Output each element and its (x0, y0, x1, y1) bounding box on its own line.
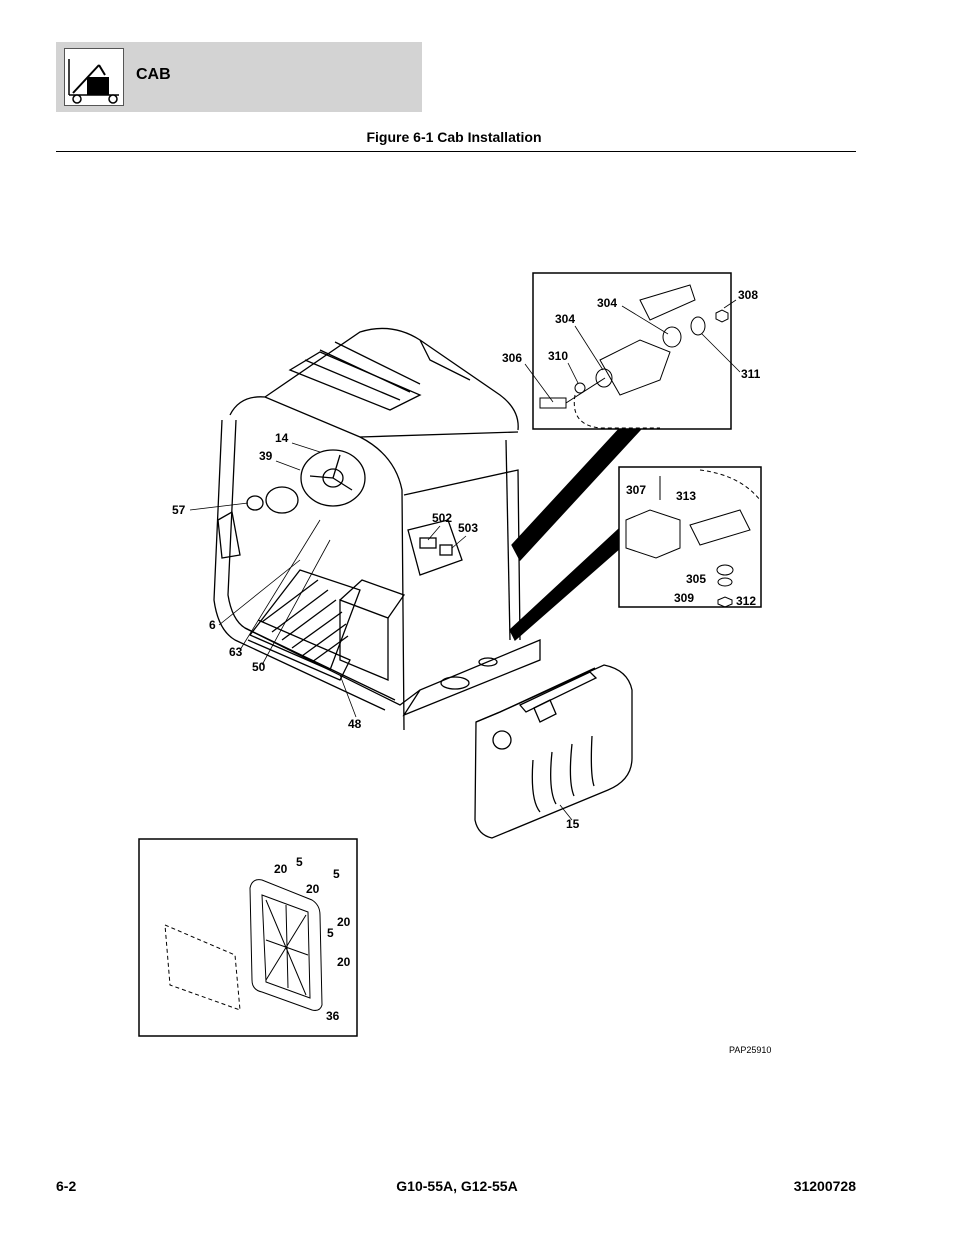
callout-label: 313 (676, 489, 696, 503)
callout-label: 50 (252, 660, 266, 674)
callout-label: 20 (337, 915, 351, 929)
callout-label: 20 (306, 882, 320, 896)
figure-title: Figure 6-1 Cab Installation (366, 129, 542, 145)
callout-label: 15 (566, 817, 580, 831)
section-title: CAB (136, 66, 171, 83)
callout-label: 310 (548, 349, 568, 363)
callout-label: 20 (337, 955, 351, 969)
callout-label: 305 (686, 572, 706, 586)
doc-number: 31200728 (793, 1178, 856, 1194)
callout-label: 48 (348, 717, 362, 731)
callout-label: 502 (432, 511, 452, 525)
title-rule (56, 151, 856, 152)
callout-label: 308 (738, 288, 758, 302)
callout-label: 5 (327, 926, 334, 940)
model-name: G10-55A, G12-55A (396, 1178, 518, 1194)
callout-label: 309 (674, 591, 694, 605)
callout-label: 14 (275, 431, 289, 445)
machine-cab-icon (64, 48, 124, 106)
callout-label: 503 (458, 521, 478, 535)
callout-label: 304 (555, 312, 575, 326)
figure-id: PAP25910 (729, 1045, 771, 1055)
callout-label: 307 (626, 483, 646, 497)
callout-label: 311 (741, 367, 761, 381)
section-header: CAB (56, 42, 422, 112)
page-number: 6-2 (56, 1178, 77, 1194)
callout-label: 6 (209, 618, 216, 632)
callout-label: 57 (172, 503, 186, 517)
callout-label: 304 (597, 296, 617, 310)
callout-label: 20 (274, 862, 288, 876)
callout-label: 39 (259, 449, 273, 463)
callout-label: 312 (736, 594, 756, 608)
callout-label: 5 (333, 867, 340, 881)
callout-label: 5 (296, 855, 303, 869)
callout-label: 306 (502, 351, 522, 365)
callout-label: 36 (326, 1009, 340, 1023)
callout-label: 63 (229, 645, 243, 659)
